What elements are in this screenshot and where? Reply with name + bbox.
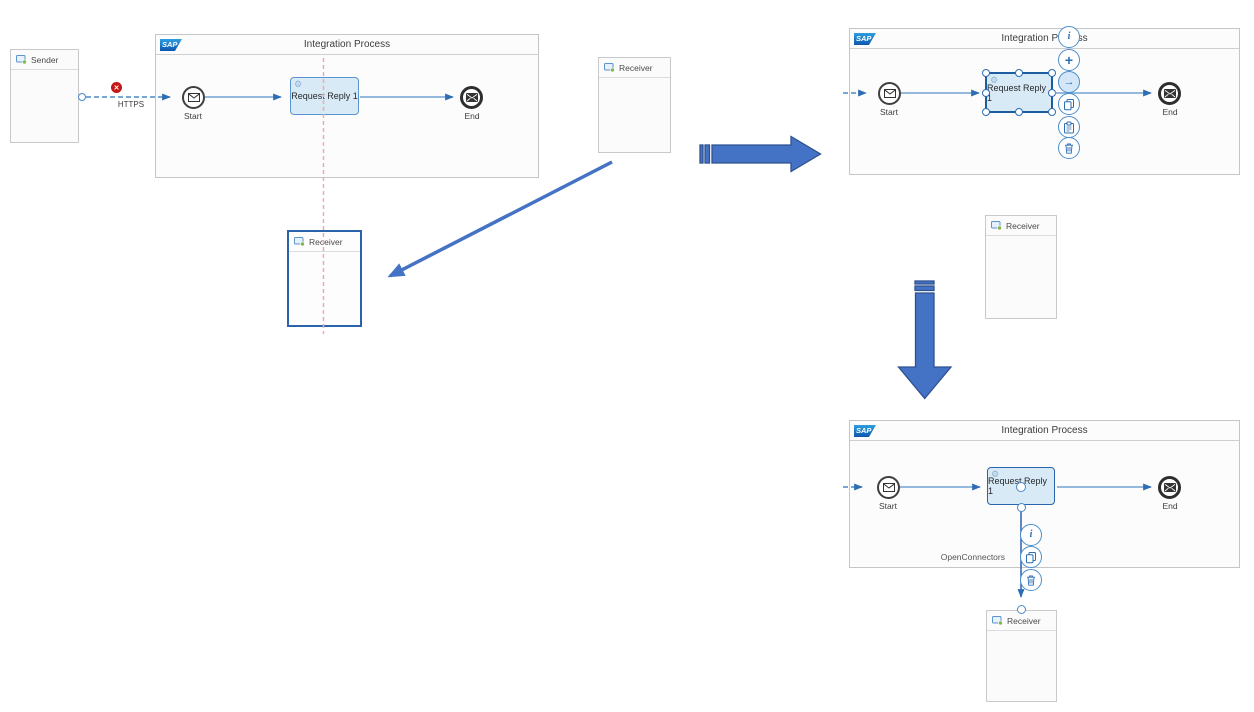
- start-label-2: Start: [880, 107, 898, 117]
- delete-button-connection[interactable]: [1020, 569, 1042, 591]
- selection-handle-bm[interactable]: [1015, 108, 1023, 116]
- annotation-down-arrow: [897, 280, 953, 400]
- delete-button[interactable]: [1058, 137, 1080, 159]
- end-label-3: End: [1162, 501, 1178, 511]
- selection-handle-bl[interactable]: [982, 108, 990, 116]
- sender-participant-box[interactable]: Sender: [10, 49, 79, 143]
- annotation-right-arrow: [699, 135, 822, 173]
- panel-3-title: Integration Process: [1001, 425, 1088, 436]
- start-envelope-icon: [187, 93, 200, 102]
- participant-icon: [991, 221, 1002, 230]
- end-event-node-1[interactable]: [460, 86, 483, 109]
- receiver-participant-box-selected[interactable]: Receiver: [287, 230, 362, 327]
- selection-handle-mr[interactable]: [1048, 88, 1056, 97]
- info-icon: i: [1029, 529, 1033, 540]
- receiver-participant-box-3[interactable]: Receiver: [986, 610, 1057, 702]
- selection-handle-tm[interactable]: [1015, 69, 1023, 77]
- sap-logo: SAP: [160, 39, 182, 51]
- panel-1-header: SAP Integration Process: [156, 35, 538, 55]
- panel-2-title: Integration Process: [1001, 33, 1088, 44]
- start-envelope-icon: [882, 483, 895, 492]
- start-event-node-1[interactable]: [182, 86, 205, 109]
- sender-out-port[interactable]: [78, 93, 86, 101]
- add-button[interactable]: +: [1058, 49, 1080, 71]
- end-envelope-icon: [1163, 483, 1176, 492]
- request-reply-step-1[interactable]: ⚙ Request Reply 1: [290, 77, 359, 115]
- participant-icon: [16, 55, 27, 64]
- sender-label: Sender: [31, 54, 59, 65]
- receiver-label: Receiver: [309, 236, 343, 247]
- receiver-label: Receiver: [1007, 615, 1041, 626]
- info-button[interactable]: i: [1058, 26, 1080, 48]
- gear-icon: ⚙: [990, 75, 999, 85]
- start-event-node-2[interactable]: [878, 82, 901, 105]
- copy-button-connection[interactable]: [1020, 546, 1042, 568]
- participant-icon: [992, 616, 1003, 625]
- receiver-in-port[interactable]: [1017, 605, 1026, 614]
- sender-header: Sender: [11, 50, 78, 70]
- panel-2-header: SAP Integration Process: [850, 29, 1239, 49]
- participant-icon: [294, 237, 305, 246]
- end-label-2: End: [1162, 107, 1178, 117]
- panel-1-title: Integration Process: [303, 39, 391, 50]
- start-envelope-icon: [883, 89, 896, 98]
- participant-icon: [604, 63, 615, 72]
- connect-button[interactable]: →: [1058, 71, 1080, 93]
- receiver-3-header: Receiver: [987, 611, 1056, 631]
- end-event-node-2[interactable]: [1158, 82, 1181, 105]
- connect-arrow-icon: →: [1063, 75, 1075, 88]
- copy-button[interactable]: [1058, 93, 1080, 115]
- paste-button[interactable]: [1058, 116, 1080, 138]
- receiver-participant-box-middle[interactable]: Receiver: [598, 57, 671, 153]
- step-center-port[interactable]: [1016, 482, 1026, 492]
- end-envelope-icon: [465, 93, 478, 102]
- copy-icon: [1026, 551, 1036, 563]
- trash-icon: [1065, 143, 1073, 154]
- copy-icon: [1064, 98, 1074, 110]
- sap-logo: SAP: [854, 425, 876, 437]
- selection-handle-tl[interactable]: [982, 69, 990, 77]
- receiver-participant-box-2[interactable]: Receiver: [985, 215, 1057, 319]
- gear-icon: ⚙: [294, 79, 303, 89]
- receiver-middle-header: Receiver: [599, 58, 670, 78]
- panel-3-header: SAP Integration Process: [850, 421, 1239, 441]
- annotation-diagonal-arrow: [387, 160, 613, 278]
- adapter-type-label-openconnectors: OpenConnectors: [940, 552, 1005, 562]
- info-button-connection[interactable]: i: [1020, 524, 1042, 546]
- receiver-label: Receiver: [1006, 220, 1040, 231]
- end-event-node-3[interactable]: [1158, 476, 1181, 499]
- receiver-2-header: Receiver: [986, 216, 1056, 236]
- selection-handle-br[interactable]: [1048, 108, 1056, 116]
- plus-icon: +: [1064, 52, 1074, 68]
- receiver-selected-header: Receiver: [289, 232, 360, 252]
- start-label-1: Start: [184, 111, 202, 121]
- error-glyph: ✕: [113, 84, 120, 92]
- adapter-type-label: HTTPS: [117, 100, 145, 109]
- request-reply-step-2-selected[interactable]: ⚙ Request Reply 1: [982, 69, 1056, 116]
- end-envelope-icon: [1163, 89, 1176, 98]
- selection-handle-tr[interactable]: [1048, 69, 1056, 77]
- start-label-3: Start: [879, 501, 897, 511]
- error-badge-icon[interactable]: ✕: [111, 82, 122, 93]
- info-icon: i: [1067, 31, 1071, 42]
- paste-icon: [1064, 121, 1074, 133]
- end-label-1: End: [464, 111, 480, 121]
- request-reply-label-2: Request Reply 1: [987, 82, 1047, 103]
- sap-logo: SAP: [854, 33, 876, 45]
- step-bottom-port[interactable]: [1017, 503, 1026, 512]
- request-reply-label-3: Request Reply 1: [988, 476, 1048, 496]
- request-reply-label-1: Request Reply 1: [291, 91, 358, 101]
- trash-icon: [1027, 575, 1035, 586]
- receiver-label: Receiver: [619, 62, 653, 73]
- gear-icon: ⚙: [991, 469, 1000, 479]
- start-event-node-3[interactable]: [877, 476, 900, 499]
- selection-handle-ml[interactable]: [982, 88, 990, 97]
